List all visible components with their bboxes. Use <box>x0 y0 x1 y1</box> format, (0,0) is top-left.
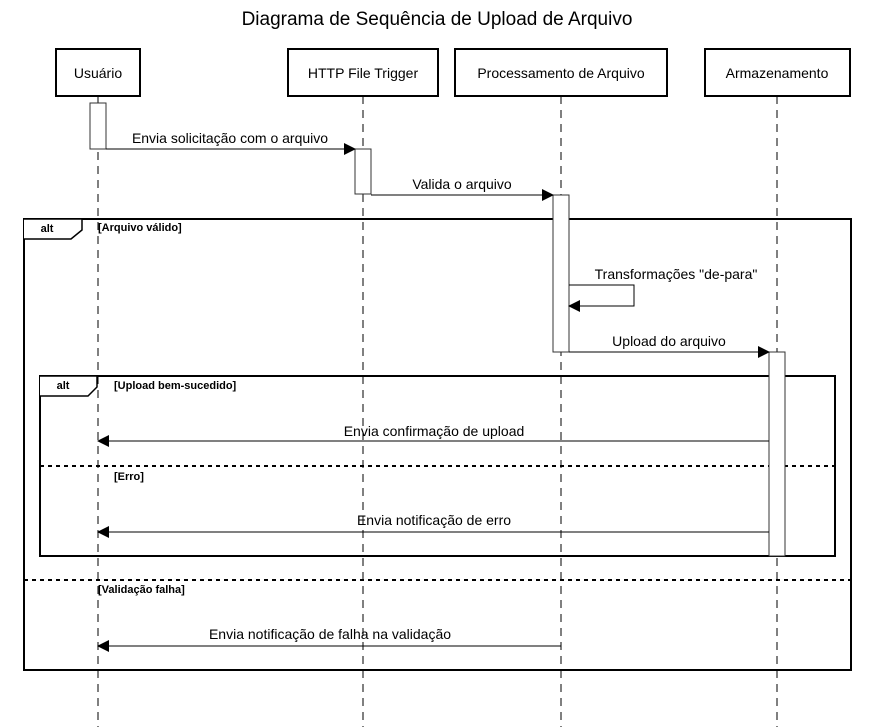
message-label: Envia notificação de erro <box>357 512 511 528</box>
message-label: Envia confirmação de upload <box>344 423 525 439</box>
diagram-title: Diagrama de Sequência de Upload de Arqui… <box>242 9 633 30</box>
activation-http <box>354 148 372 195</box>
message-label: Transformações "de-para" <box>595 266 758 282</box>
fragment-operator-tab <box>24 218 83 240</box>
message-transformacoes[interactable]: Transformações "de-para" <box>568 266 758 312</box>
participant-processamento[interactable]: Processamento de Arquivo <box>454 48 668 97</box>
guard-label: [Upload bem-sucedido] <box>114 380 237 392</box>
message-label: Envia notificação de falha na validação <box>209 626 451 642</box>
message-envia-solicitacao[interactable]: Envia solicitação com o arquivo <box>106 130 356 155</box>
message-notificacao-erro[interactable]: Envia notificação de erro <box>97 512 769 538</box>
message-confirmacao-upload[interactable]: Envia confirmação de upload <box>97 423 769 447</box>
activation-storage <box>768 351 786 557</box>
activation-usuario <box>89 102 107 150</box>
participant-label: HTTP File Trigger <box>308 65 419 81</box>
fragment-operator: alt <box>41 223 54 235</box>
message-label: Upload do arquivo <box>612 333 726 349</box>
message-falha-validacao[interactable]: Envia notificação de falha na validação <box>97 626 561 652</box>
participant-label: Armazenamento <box>726 65 829 81</box>
participant-armazenamento[interactable]: Armazenamento <box>704 48 851 97</box>
activations <box>89 102 786 557</box>
message-label: Envia solicitação com o arquivo <box>132 130 328 146</box>
outer-alt-fragment: alt [Arquivo válido] [Validação falha] <box>23 218 852 671</box>
participant-label: Processamento de Arquivo <box>477 65 645 81</box>
fragment-operator-tab <box>40 375 98 397</box>
guard-label: [Validação falha] <box>98 584 185 596</box>
guard-label: [Erro] <box>114 471 144 483</box>
participant-http-file-trigger[interactable]: HTTP File Trigger <box>287 48 439 97</box>
inner-alt-fragment: alt [Upload bem-sucedido] [Erro] <box>39 375 836 557</box>
participant-label: Usuário <box>74 65 122 81</box>
fragment-operator: alt <box>57 380 70 392</box>
participant-usuario[interactable]: Usuário <box>55 48 141 97</box>
message-label: Valida o arquivo <box>412 176 512 192</box>
message-valida-arquivo[interactable]: Valida o arquivo <box>371 176 554 201</box>
message-upload-arquivo[interactable]: Upload do arquivo <box>569 333 770 358</box>
activation-proc <box>552 194 570 353</box>
guard-label: [Arquivo válido] <box>98 222 182 234</box>
